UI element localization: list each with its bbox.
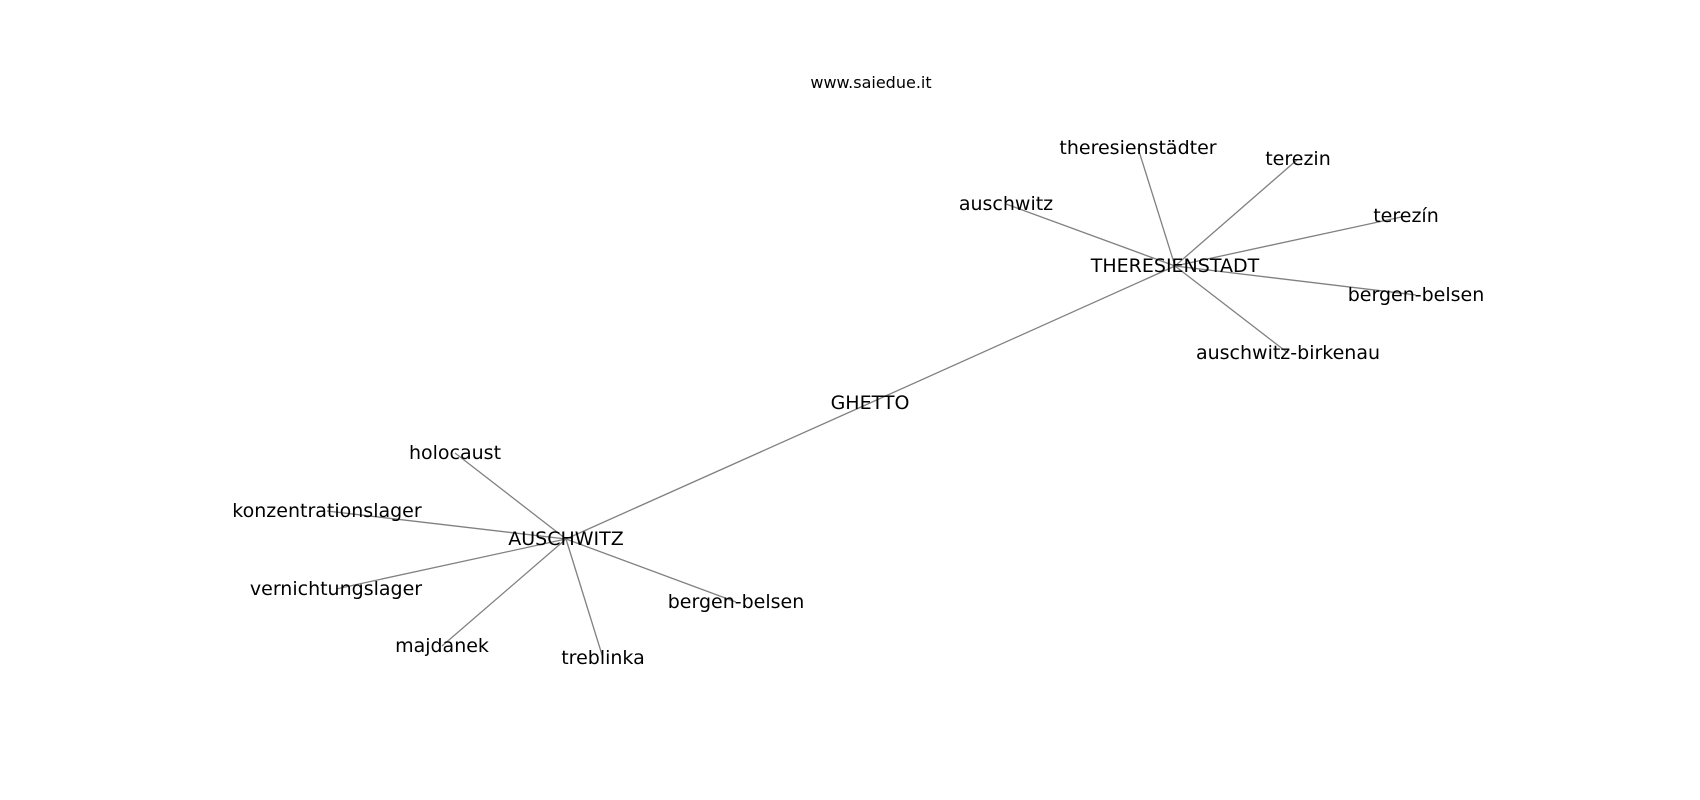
edge-theresienstadt-bergen_belsen_1: [1174, 265, 1417, 296]
node-bergen-belsen-2: bergen-belsen: [668, 591, 805, 613]
node-theresienstadt: THERESIENSTADT: [1090, 255, 1260, 277]
node-ghetto: GHETTO: [831, 392, 910, 414]
edge-ghetto-theresienstadt: [869, 265, 1176, 404]
edge-auschwitz_hub-majdanek: [441, 538, 567, 647]
node-vernichtungslager: vernichtungslager: [250, 578, 422, 600]
edge-auschwitz_hub-bergen_belsen_2: [565, 538, 737, 603]
node-terezin-accent: terezín: [1373, 205, 1439, 227]
edge-theresienstadt-terezin: [1174, 158, 1299, 267]
graph-labels: GHETTO THERESIENSTADT AUSCHWITZ theresienst…: [232, 137, 1484, 669]
graph-edges: [326, 147, 1417, 659]
edge-theresienstadt-terezin_accent: [1174, 215, 1407, 267]
node-auschwitz-birkenau: auschwitz-birkenau: [1196, 342, 1380, 364]
watermark-text: www.saiedue.it: [810, 73, 931, 92]
node-theresienstaedter: theresienstädter: [1059, 137, 1216, 159]
edge-auschwitz_hub-holocaust: [454, 452, 567, 540]
node-terezin: terezin: [1265, 148, 1331, 170]
edge-auschwitz_hub-treblinka: [565, 538, 604, 659]
node-konzentrationslager: konzentrationslager: [232, 500, 422, 522]
edge-theresienstadt-theresienstaedter: [1137, 147, 1176, 267]
node-auschwitz-hub: AUSCHWITZ: [508, 528, 624, 550]
node-majdanek: majdanek: [395, 635, 489, 657]
edge-auschwitz_hub-vernichtungslager: [335, 538, 567, 590]
edge-theresienstadt-auschwitz_leaf: [1005, 203, 1176, 267]
node-holocaust: holocaust: [409, 442, 501, 464]
edge-auschwitz_hub-konzentrationslager: [326, 510, 567, 540]
node-auschwitz-leaf: auschwitz: [959, 193, 1053, 215]
node-bergen-belsen-1: bergen-belsen: [1348, 284, 1485, 306]
node-treblinka: treblinka: [561, 647, 645, 669]
edge-ghetto-auschwitz_hub: [565, 402, 871, 540]
edge-theresienstadt-auschwitz_birkenau: [1174, 265, 1289, 354]
